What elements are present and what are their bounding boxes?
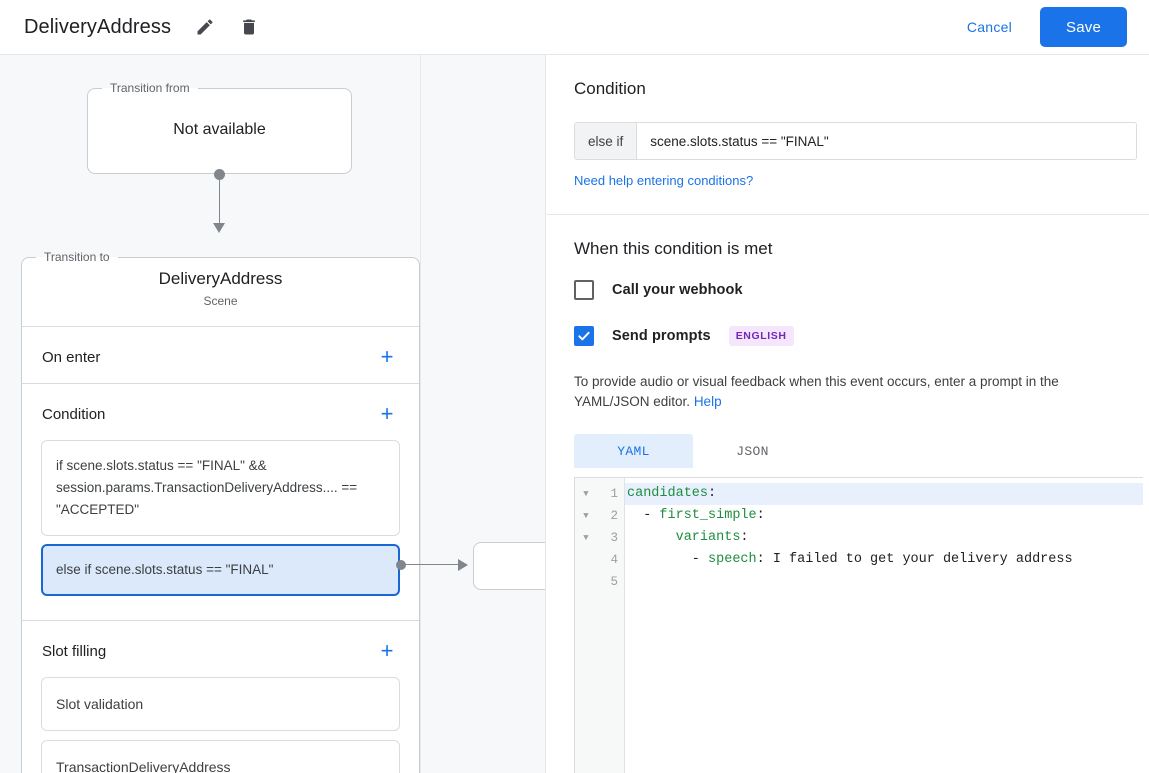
slot-item-transaction-delivery-address[interactable]: TransactionDeliveryAddress [41, 740, 400, 773]
condition-item[interactable]: if scene.slots.status == "FINAL" && sess… [41, 440, 400, 536]
code-token-text: : [740, 530, 749, 545]
gutter-line[interactable]: ▼2 [575, 505, 624, 527]
gutter-line[interactable]: ▼3 [575, 527, 624, 549]
scene-node-type: Scene [203, 294, 238, 308]
pencil-icon [195, 17, 215, 37]
page-title: DeliveryAddress [24, 15, 172, 38]
send-prompts-label: Send prompts [612, 328, 711, 344]
line-number: 2 [610, 509, 618, 523]
condition-help-link[interactable]: Need help entering conditions? [574, 173, 754, 188]
check-icon [577, 329, 591, 343]
condition-item-text: if scene.slots.status == "FINAL" && sess… [56, 458, 358, 517]
add-condition-button[interactable]: + [375, 402, 399, 426]
section-title-condition: Condition [42, 405, 106, 423]
scene-node-header: DeliveryAddress Scene [22, 263, 419, 326]
transition-from-value: Not available [173, 121, 266, 138]
when-met-heading: When this condition is met [574, 239, 773, 258]
section-header: Condition + [22, 384, 419, 440]
section-title-slot-filling: Slot filling [42, 642, 107, 660]
code-token-text: : [708, 486, 717, 501]
code-token-text [627, 530, 676, 545]
section-condition: Condition + if scene.slots.status == "FI… [22, 383, 419, 620]
code-token-key: first_simple [659, 508, 757, 523]
code-line[interactable]: - first_simple: [625, 505, 1143, 527]
gutter-line[interactable]: ▼1 [575, 483, 624, 505]
send-prompts-checkbox-row[interactable]: Send prompts ENGLISH [574, 326, 1122, 346]
webhook-checkbox-row[interactable]: Call your webhook [574, 280, 1122, 300]
save-button[interactable]: Save [1040, 7, 1127, 47]
condition-prefix-label: else if [575, 123, 638, 159]
fold-arrow-icon[interactable]: ▼ [583, 510, 589, 521]
code-token-text: - [627, 508, 660, 523]
code-token-text: : I failed to get your delivery address [756, 552, 1073, 567]
webhook-label: Call your webhook [612, 282, 743, 298]
condition-heading: Condition [574, 79, 646, 98]
condition-list: if scene.slots.status == "FINAL" && sess… [22, 440, 419, 620]
line-number: 4 [610, 553, 618, 567]
line-number: 5 [610, 575, 618, 589]
code-line[interactable]: - speech: I failed to get your delivery … [625, 549, 1143, 571]
scene-node-name: DeliveryAddress [158, 269, 283, 288]
prompts-helper-sentence: To provide audio or visual feedback when… [574, 374, 1059, 409]
edit-name-button[interactable] [189, 11, 221, 43]
transition-to-node[interactable]: Transition to DeliveryAddress Scene On e… [21, 251, 420, 773]
tab-yaml[interactable]: YAML [574, 434, 693, 468]
transition-from-legend: Transition from [110, 81, 190, 95]
gutter-line[interactable]: 4 [575, 549, 624, 571]
section-slot-filling: Slot filling + Slot validation Transacti… [22, 620, 419, 773]
canvas-guide-line [420, 55, 421, 773]
code-line[interactable] [625, 571, 1143, 593]
checkbox-call-webhook[interactable] [574, 280, 594, 300]
line-number: 3 [610, 531, 618, 545]
trash-icon [239, 17, 259, 37]
language-badge: ENGLISH [728, 326, 794, 346]
fold-arrow-icon[interactable]: ▼ [583, 488, 589, 499]
line-number: 1 [610, 487, 618, 501]
target-node-placeholder[interactable] [473, 542, 545, 590]
top-app-bar: DeliveryAddress Cancel Save [0, 0, 1149, 55]
add-slot-button[interactable]: + [375, 639, 399, 663]
condition-input-row[interactable]: else if [574, 122, 1137, 160]
section-header: On enter + [22, 327, 419, 383]
condition-item-text: else if scene.slots.status == "FINAL" [56, 562, 274, 577]
prompts-help-link[interactable]: Help [693, 394, 722, 409]
checkbox-send-prompts[interactable] [574, 326, 594, 346]
when-condition-met-section: When this condition is met Call your web… [547, 215, 1149, 773]
gutter-line[interactable]: 5 [575, 571, 624, 593]
scene-graph-canvas[interactable]: Transition from Not available Transition… [0, 55, 546, 773]
code-token-key: speech [708, 552, 757, 567]
tab-json[interactable]: JSON [736, 443, 769, 459]
condition-expression-input[interactable] [637, 123, 1136, 159]
code-token-text: : [756, 508, 765, 523]
condition-item-selected[interactable]: else if scene.slots.status == "FINAL" [41, 544, 400, 596]
connector-line-horizontal [405, 564, 460, 565]
condition-settings-section: Condition else if Need help entering con… [547, 55, 1149, 215]
slot-item-validation[interactable]: Slot validation [41, 677, 400, 731]
slot-list: Slot validation TransactionDeliveryAddre… [22, 677, 419, 773]
transition-to-legend: Transition to [44, 250, 110, 264]
code-token-text: - [627, 552, 709, 567]
section-on-enter: On enter + [22, 326, 419, 383]
section-title-on-enter: On enter [42, 348, 101, 366]
code-token-key: candidates [627, 486, 709, 501]
connector-arrow-right [458, 559, 468, 571]
connector-dot-right [396, 560, 406, 570]
code-line[interactable]: variants: [625, 527, 1143, 549]
code-token-key: variants [675, 530, 741, 545]
prompts-helper-text: To provide audio or visual feedback when… [574, 372, 1122, 412]
delete-button[interactable] [233, 11, 265, 43]
code-line[interactable]: candidates: [625, 483, 1143, 505]
cancel-button[interactable]: Cancel [955, 11, 1024, 43]
connector-arrow-down [213, 223, 225, 233]
add-on-enter-button[interactable]: + [375, 345, 399, 369]
connector-line-vertical [219, 174, 220, 227]
editor-format-tabs: YAML JSON [574, 434, 1122, 468]
fold-arrow-icon[interactable]: ▼ [583, 532, 589, 543]
transition-from-node[interactable]: Transition from Not available [87, 82, 352, 174]
editor-code-area[interactable]: candidates: - first_simple: variants: - … [625, 478, 1143, 773]
section-header: Slot filling + [22, 621, 419, 677]
details-panel: Condition else if Need help entering con… [547, 55, 1149, 773]
